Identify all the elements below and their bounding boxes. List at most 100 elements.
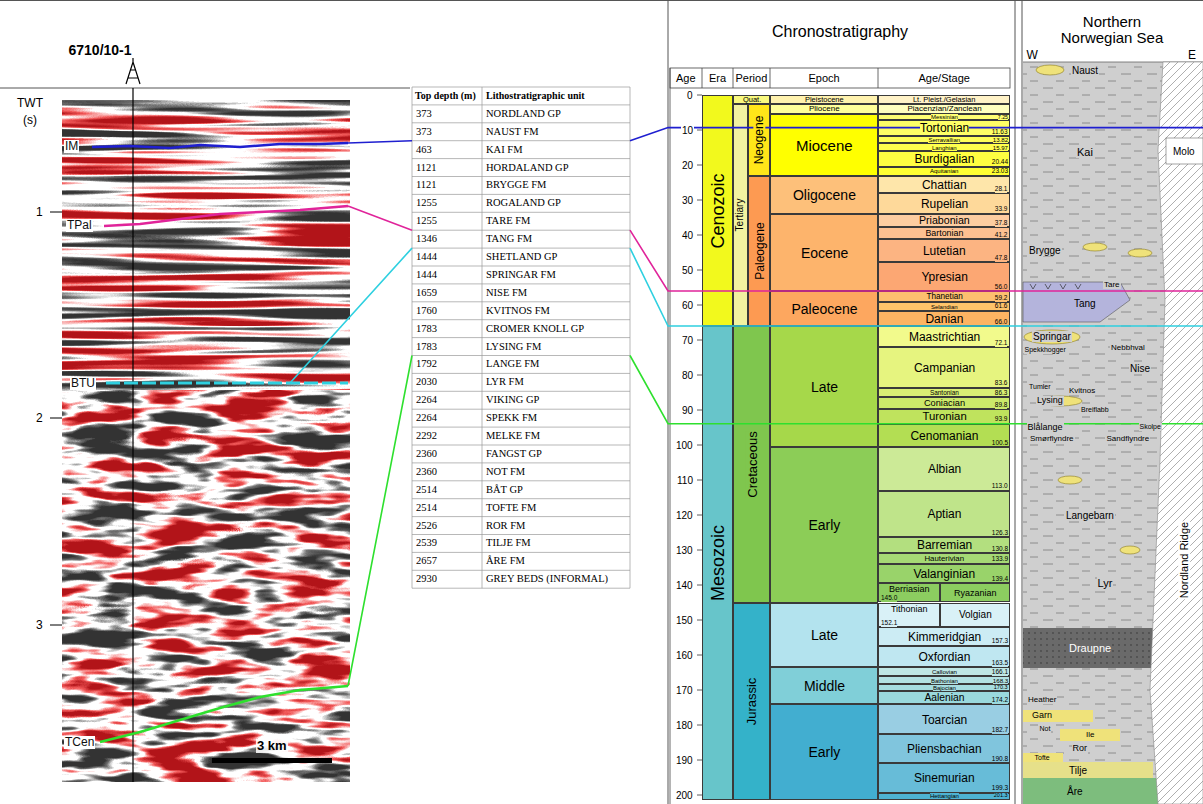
label-holder: 70 — [681, 335, 694, 346]
table-cell: 1783 — [415, 323, 438, 335]
text-holder: 47.8 — [995, 255, 1008, 262]
chrono-band: Campanian83.6 — [878, 347, 1010, 387]
age-tick-label: 200 — [675, 790, 694, 801]
chrono-band: Middle — [770, 667, 878, 704]
formation-name: Tilje — [1068, 765, 1088, 776]
table-cell: ROR FM — [485, 520, 526, 532]
label-holder: 200 — [675, 790, 694, 801]
band-label: Miocene — [796, 138, 853, 153]
table-header: Top depth (m) — [414, 90, 477, 101]
label-holder: 2 — [35, 412, 44, 425]
label-holder: LANGE FM — [485, 358, 540, 370]
label-holder: 120 — [675, 510, 694, 521]
tie-line-btu — [290, 248, 1203, 383]
tuff-symbols — [1030, 284, 1081, 289]
table-cell: LANGE FM — [485, 358, 540, 370]
text-holder: Pliensbachian — [907, 743, 982, 755]
age-tick-label: 130 — [675, 545, 694, 556]
label-holder: 463 — [415, 144, 433, 156]
label-holder: Tang — [1073, 298, 1097, 309]
table-cell: BRYGGE FM — [485, 179, 547, 191]
age-number: 37.8 — [995, 220, 1008, 227]
text-holder: 113.0 — [992, 483, 1008, 490]
table-cell: VIKING GP — [485, 394, 540, 406]
label-holder: BTU — [70, 377, 96, 390]
table-cell: 2264 — [415, 412, 438, 424]
text-holder: Ypresian — [921, 271, 967, 283]
text-holder: 23.03 — [992, 168, 1008, 175]
label-holder: Ile — [1085, 731, 1095, 740]
text-holder: 37.8 — [995, 220, 1008, 227]
compass-letter: W — [1026, 49, 1039, 62]
table-cell: 373 — [415, 126, 433, 138]
lithology-column — [1023, 62, 1203, 804]
label-holder: 1255 — [415, 215, 438, 227]
text-holder: Aptian — [927, 508, 961, 520]
age-number: 11.63 — [992, 129, 1008, 136]
table-cell: 1121 — [415, 162, 438, 174]
text-holder: Early — [808, 518, 840, 532]
stage-name: Oxfordian — [918, 651, 970, 663]
formation-name: Blålange — [1027, 423, 1064, 433]
table-header: Lithostratigraphic unit — [485, 90, 586, 101]
formation-name: Tang — [1073, 298, 1097, 309]
text-holder: Kimmeridgian — [908, 631, 981, 643]
age-number: 163.5 — [992, 660, 1008, 667]
tofte-sand — [1023, 753, 1063, 763]
label-holder: Naust — [1071, 65, 1099, 76]
label-holder: (s) — [22, 114, 38, 127]
band-label: Neogene — [753, 116, 765, 165]
table-cell: FANGST GP — [485, 448, 543, 460]
age-number: 33.9 — [995, 206, 1008, 213]
chrono-band: Oligocene — [770, 176, 878, 214]
stage-name: Bathonian — [931, 678, 958, 684]
tie-line-im — [348, 128, 1203, 143]
label-holder: NAUST FM — [485, 126, 540, 138]
label-holder: 130 — [675, 545, 694, 556]
label-holder: Skolpe — [1139, 423, 1162, 431]
table-cell: NORDLAND GP — [485, 108, 562, 120]
text-holder: 145.0 — [881, 595, 897, 602]
label-holder: 150 — [675, 615, 694, 626]
label-holder: SHETLAND GP — [485, 251, 558, 263]
age-tick-label: 70 — [681, 335, 694, 346]
age-number: 130.8 — [992, 546, 1008, 553]
label-holder: 2030 — [415, 376, 438, 388]
text-holder: Paleocene — [791, 302, 857, 316]
band-label: Ryazanian — [954, 589, 997, 598]
table-cell: 2526 — [415, 520, 438, 532]
stage-name: Selandian — [931, 304, 958, 310]
label-holder: Chronostratigraphy — [771, 23, 909, 41]
text-holder: Cenozoic — [709, 173, 727, 248]
chrono-band: Late — [770, 326, 878, 447]
label-holder: ÅRE FM — [485, 555, 526, 567]
label-holder: KVITNOS FM — [485, 305, 551, 317]
chrono-band: Bajocian170.3 — [878, 684, 1010, 691]
label-holder: W — [1026, 49, 1039, 62]
axis-title: TWT — [16, 97, 44, 110]
text-holder: Neogene — [753, 116, 765, 165]
table-cell: 1121 — [415, 179, 438, 191]
are-unit — [1023, 778, 1173, 804]
table-ground — [412, 87, 630, 588]
label-holder: Smørflyndre — [1029, 435, 1075, 444]
text-holder: 59.2 — [995, 295, 1008, 302]
chrono-band: Callovian166.1 — [878, 667, 1010, 676]
text-holder: Tortonian — [920, 122, 969, 134]
age-tick-label: 140 — [675, 580, 694, 591]
band-label: Paleocene — [791, 302, 857, 316]
chrono-band: Pliocene — [770, 104, 878, 114]
stage-name: Danian — [925, 313, 963, 325]
band-label: Eocene — [801, 246, 848, 260]
table-cell: 1792 — [415, 358, 438, 370]
label-holder: Kvitnos — [1068, 387, 1096, 396]
label-holder: 180 — [675, 720, 694, 731]
chrono-band: Quat. — [733, 95, 770, 104]
formation-name: Tofte — [1034, 754, 1051, 762]
label-holder: TPal — [66, 219, 93, 232]
formation-name: Draupne — [1068, 642, 1112, 654]
label-holder: LYR FM — [485, 376, 525, 388]
column-header: Epoch — [808, 72, 841, 84]
age-tick-label: 40 — [681, 230, 694, 241]
text-holder: Sinemurian — [914, 772, 975, 784]
